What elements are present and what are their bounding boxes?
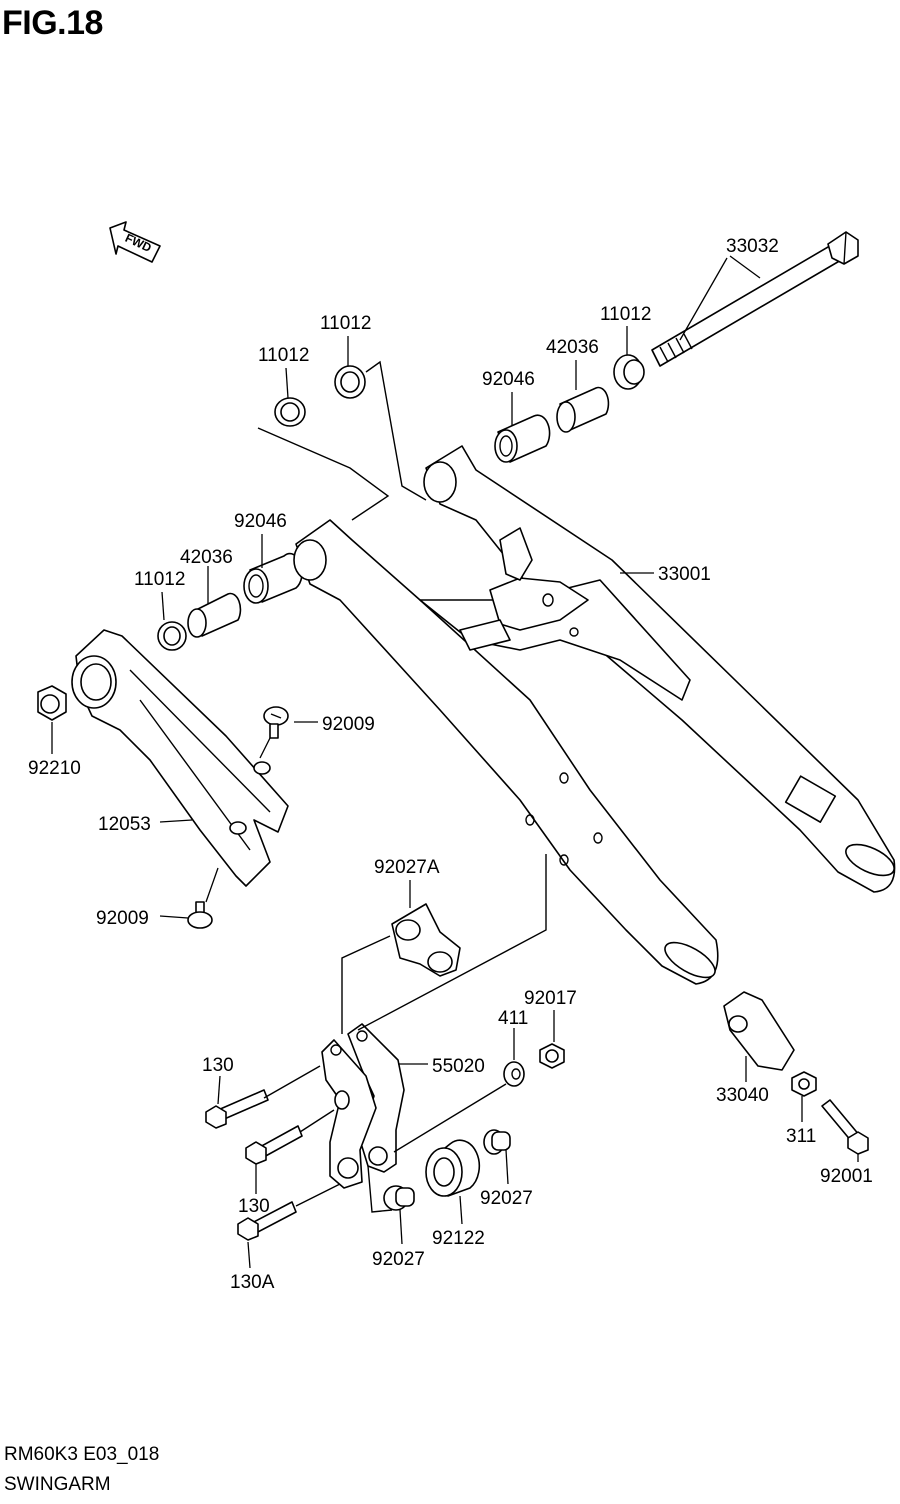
part-labels: 33032 11012 11012 11012 11012 42036 4203… bbox=[28, 236, 873, 1293]
part-label-11012[interactable]: 11012 bbox=[258, 345, 309, 366]
part-label-92027[interactable]: 92027 bbox=[372, 1249, 425, 1270]
part-label-12053[interactable]: 12053 bbox=[98, 814, 151, 835]
part-label-92046[interactable]: 92046 bbox=[482, 369, 535, 390]
diagram-code: RM60K3 E03_018 bbox=[4, 1444, 160, 1465]
part-label-92001[interactable]: 92001 bbox=[820, 1166, 873, 1187]
pivot-collar-left-upper[interactable] bbox=[274, 397, 306, 427]
swingarm[interactable] bbox=[293, 445, 899, 985]
part-label-92009[interactable]: 92009 bbox=[322, 714, 375, 735]
cushion-lever-collar-lower[interactable] bbox=[383, 1185, 415, 1211]
diagram-name: SWINGARM bbox=[4, 1474, 111, 1495]
cushion-lever-bearing[interactable] bbox=[425, 1139, 481, 1197]
cushion-lever-collar-right[interactable] bbox=[483, 1129, 511, 1155]
part-label-311[interactable]: 311 bbox=[786, 1126, 816, 1147]
assembly-lines bbox=[257, 360, 547, 1213]
leader-lines bbox=[51, 255, 859, 1269]
part-label-92027A[interactable]: 92027A bbox=[374, 857, 440, 878]
washer[interactable] bbox=[503, 1061, 525, 1087]
part-label-33040[interactable]: 33040 bbox=[716, 1085, 769, 1106]
part-label-92027[interactable]: 92027 bbox=[480, 1188, 533, 1209]
part-label-92210[interactable]: 92210 bbox=[28, 758, 81, 779]
part-label-11012[interactable]: 11012 bbox=[600, 304, 651, 325]
cushion-rod-collar[interactable] bbox=[391, 903, 461, 977]
adjuster-bolt[interactable] bbox=[821, 1099, 869, 1155]
part-label-92046[interactable]: 92046 bbox=[234, 511, 287, 532]
part-label-92009[interactable]: 92009 bbox=[96, 908, 149, 929]
part-label-33032[interactable]: 33032 bbox=[726, 236, 779, 257]
figure-title: FIG.18 bbox=[2, 4, 103, 42]
part-label-11012[interactable]: 11012 bbox=[320, 313, 371, 334]
part-label-130[interactable]: 130 bbox=[238, 1196, 270, 1217]
part-label-92017[interactable]: 92017 bbox=[524, 988, 577, 1009]
part-label-92122[interactable]: 92122 bbox=[432, 1228, 485, 1249]
part-label-55020[interactable]: 55020 bbox=[432, 1056, 485, 1077]
cushion-lever[interactable] bbox=[321, 1023, 405, 1189]
lever-nut[interactable] bbox=[539, 1043, 565, 1069]
part-label-130A[interactable]: 130A bbox=[230, 1272, 275, 1293]
pivot-spacer-left[interactable] bbox=[187, 592, 242, 638]
pivot-collar-right[interactable] bbox=[613, 354, 645, 390]
chain-adjuster[interactable] bbox=[723, 991, 795, 1071]
chain-slider[interactable] bbox=[71, 629, 289, 887]
chain-slider-screw-lower[interactable] bbox=[187, 901, 213, 929]
part-label-42036[interactable]: 42036 bbox=[546, 337, 599, 358]
chain-guide-nut[interactable] bbox=[37, 685, 67, 721]
cushion-lever-bolt-middle[interactable] bbox=[245, 1125, 303, 1165]
part-label-42036[interactable]: 42036 bbox=[180, 547, 233, 568]
swingarm-pivot-bolt[interactable] bbox=[651, 231, 859, 367]
adjuster-nut[interactable] bbox=[791, 1071, 817, 1097]
needle-bearing-right[interactable] bbox=[494, 414, 551, 463]
cushion-lever-bolt-lower[interactable] bbox=[237, 1201, 297, 1241]
chain-slider-screw-upper[interactable] bbox=[263, 706, 289, 739]
part-label-11012[interactable]: 11012 bbox=[134, 569, 185, 590]
part-label-33001[interactable]: 33001 bbox=[658, 564, 711, 585]
fwd-arrow-icon: FWD bbox=[109, 221, 161, 263]
part-label-411[interactable]: 411 bbox=[498, 1008, 528, 1029]
pivot-spacer-right[interactable] bbox=[556, 386, 610, 433]
part-label-130[interactable]: 130 bbox=[202, 1055, 234, 1076]
pivot-collar-upper[interactable] bbox=[334, 365, 366, 399]
cushion-lever-bolt-upper[interactable] bbox=[205, 1089, 269, 1129]
needle-bearing-left[interactable] bbox=[243, 552, 304, 604]
pivot-collar-left-lower[interactable] bbox=[157, 621, 187, 651]
